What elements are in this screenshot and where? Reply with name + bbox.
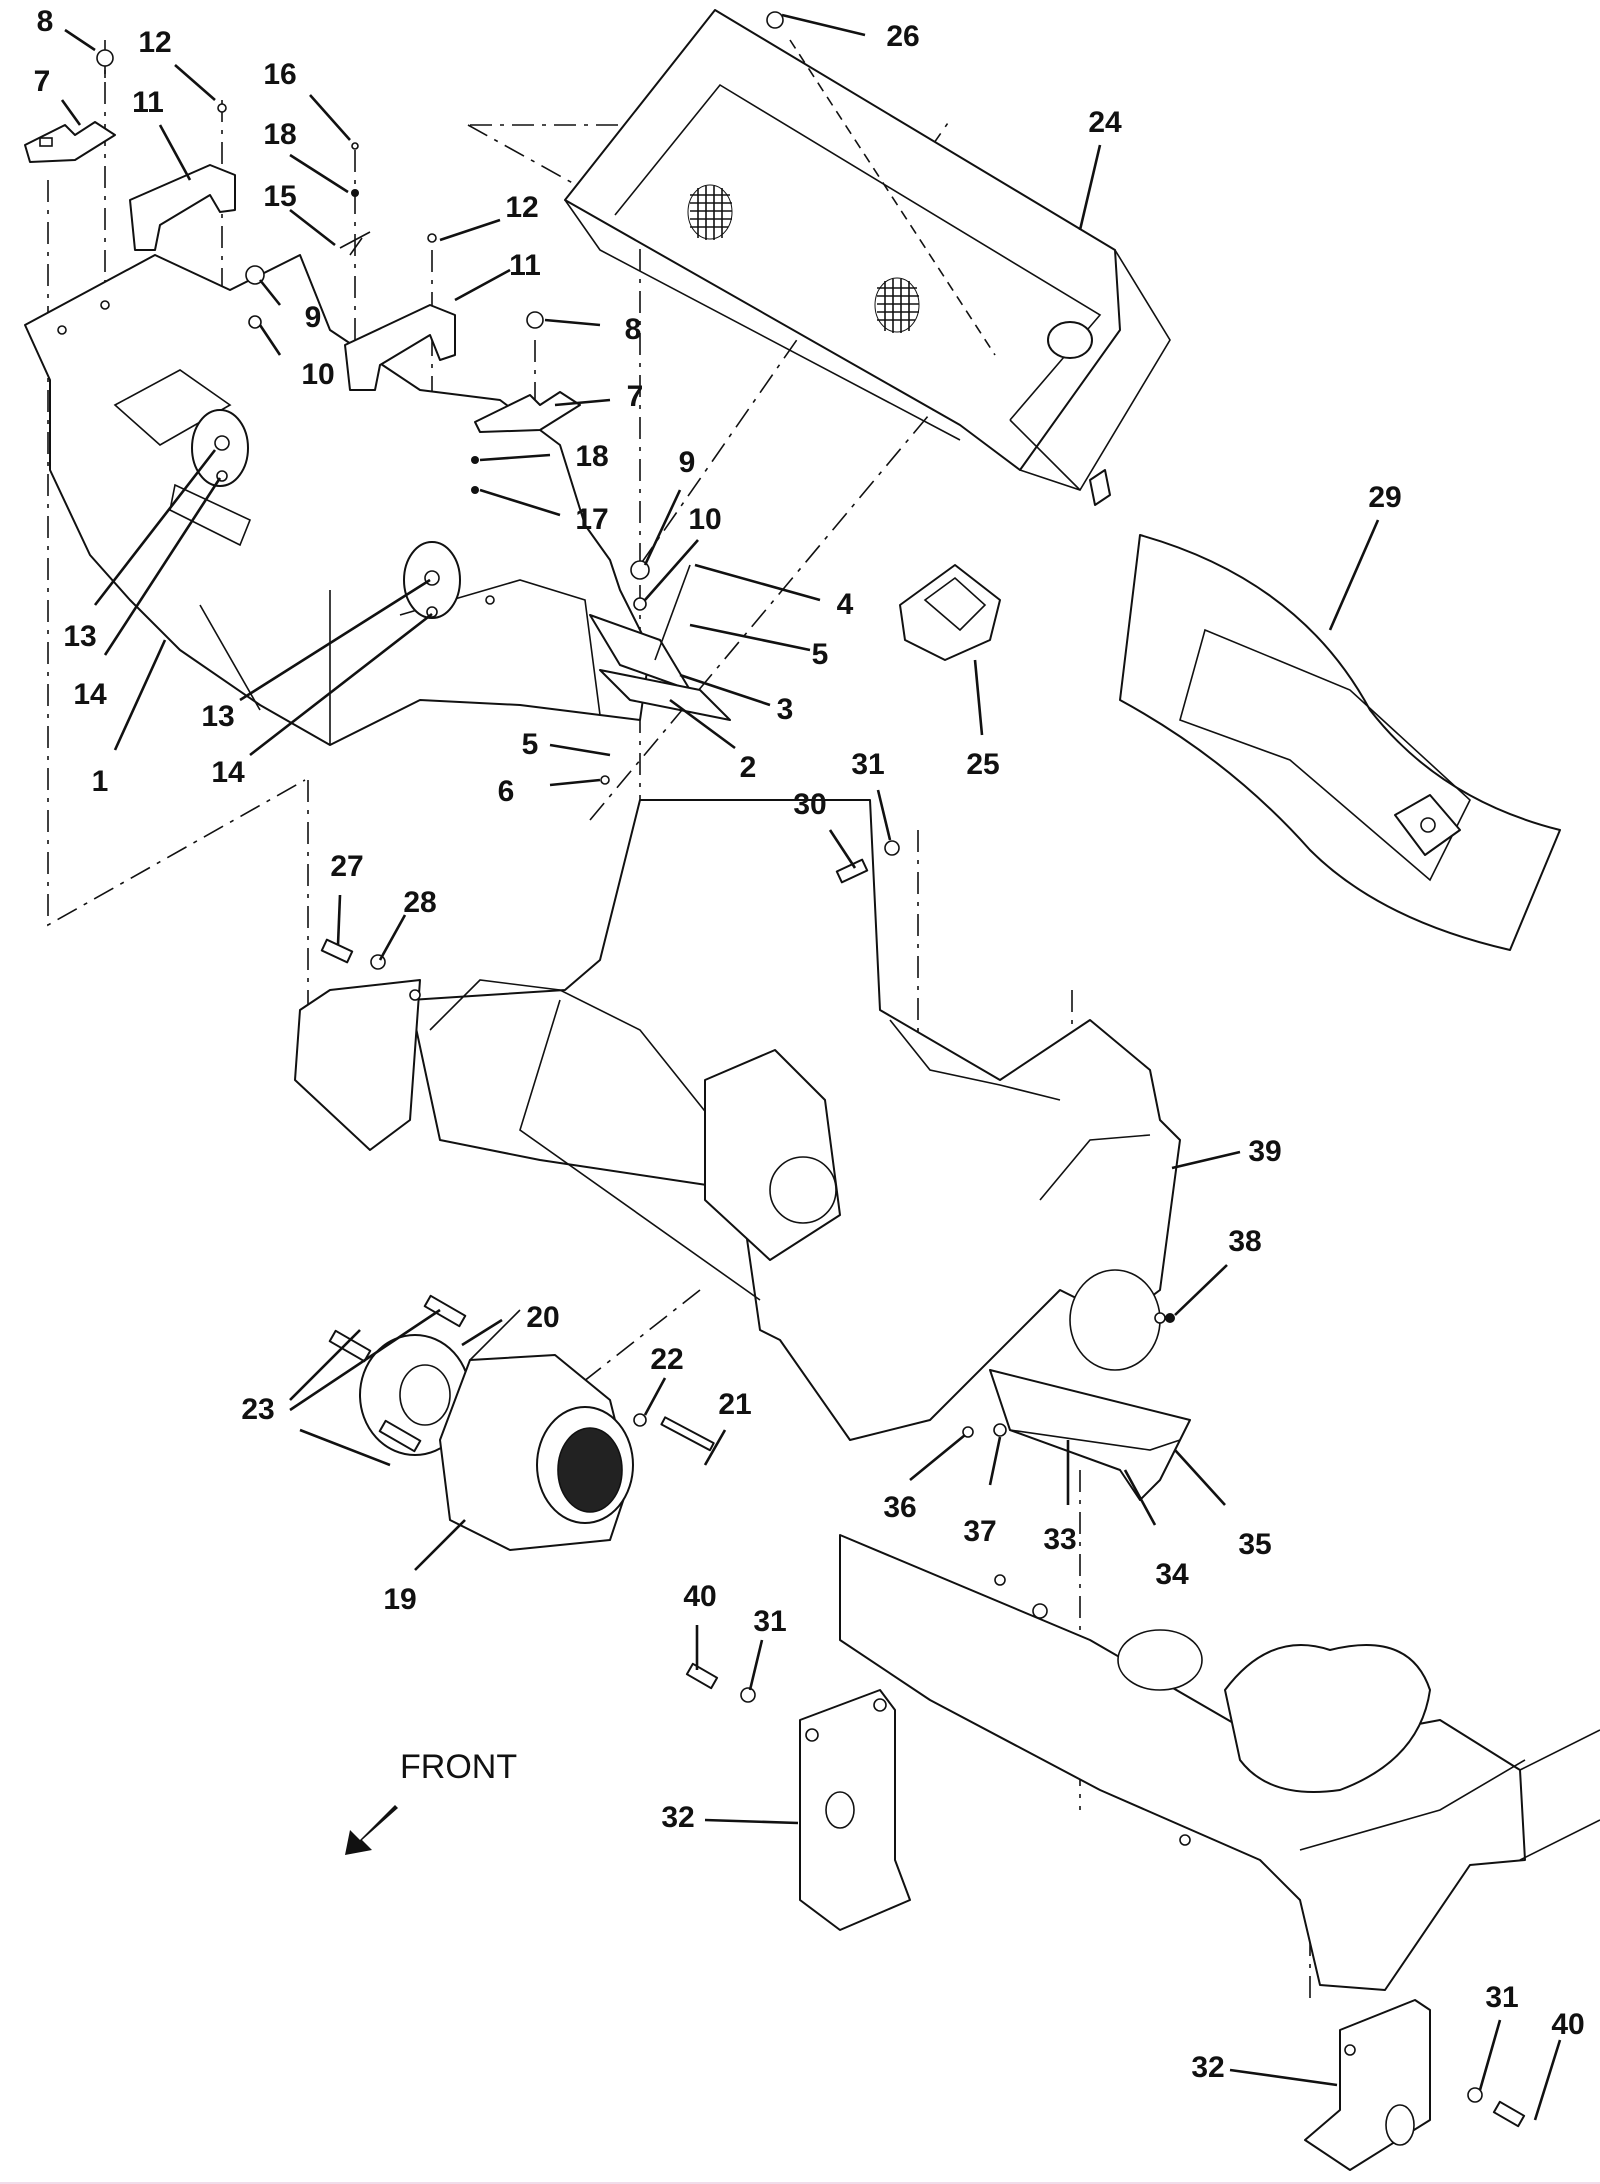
callout-30: 30 (793, 788, 827, 821)
callout-18: 18 (263, 118, 297, 151)
callout-34: 34 (1155, 1558, 1189, 1591)
callout-13: 13 (63, 620, 97, 653)
part-2-3-plates (589, 614, 731, 721)
part-32-mount-bracket-right (1304, 1999, 1526, 2171)
callout-9: 9 (678, 446, 696, 479)
bracket-plate-left (24, 121, 116, 163)
callout-3: 3 (776, 693, 794, 726)
callout-5: 5 (811, 638, 829, 671)
front-direction-arrow-icon (345, 1805, 410, 1855)
callout-27: 27 (330, 850, 364, 883)
callout-18: 18 (575, 440, 609, 473)
callout-32: 32 (661, 1801, 695, 1834)
bracket-plate-right (474, 391, 581, 433)
part-19-blower-motor (328, 1294, 715, 1551)
callout-17: 17 (575, 503, 609, 536)
handle-right (344, 304, 456, 391)
callout-20: 20 (526, 1301, 560, 1334)
front-direction-label: FRONT (400, 1748, 518, 1786)
bottom-border (0, 2182, 1600, 2184)
top-left-hardware (24, 49, 691, 785)
callout-28: 28 (403, 886, 437, 919)
callout-31: 31 (1485, 1981, 1519, 2014)
callout-29: 29 (1368, 481, 1402, 514)
callout-22: 22 (650, 1343, 684, 1376)
callout-11: 11 (509, 249, 541, 282)
mesh-vent-1 (687, 184, 733, 240)
handle-left (129, 164, 236, 251)
mesh-vent-2 (874, 277, 920, 333)
callout-4: 4 (836, 588, 854, 621)
part-1-housing (24, 254, 651, 746)
callout-40: 40 (683, 1580, 717, 1613)
callout-16: 16 (263, 58, 297, 91)
callout-13: 13 (201, 700, 235, 733)
part-29-mat (1119, 534, 1561, 951)
lower-chassis-frame (839, 1534, 1600, 1991)
callout-31: 31 (851, 748, 885, 781)
callout-11: 11 (132, 86, 164, 119)
callout-19: 19 (383, 1583, 417, 1616)
callout-2: 2 (739, 751, 757, 784)
callout-38: 38 (1228, 1225, 1262, 1258)
callout-37: 37 (963, 1515, 997, 1548)
part-25-grommet (899, 564, 1001, 661)
callout-8: 8 (36, 5, 54, 38)
callout-12: 12 (138, 26, 172, 59)
callout-26: 26 (886, 20, 920, 53)
leader-lines (60, 13, 1562, 2121)
part-39-frame-housing (294, 799, 1181, 1441)
callout-8: 8 (624, 313, 642, 346)
callout-21: 21 (718, 1388, 752, 1421)
callout-7: 7 (33, 65, 51, 98)
callout-10: 10 (301, 358, 335, 391)
callout-32: 32 (1191, 2051, 1225, 2084)
callout-39: 39 (1248, 1135, 1282, 1168)
callout-14: 14 (73, 678, 107, 711)
callout-33: 33 (1043, 1523, 1077, 1556)
misc-hardware (320, 840, 1175, 1323)
part-32-mount-bracket-left (685, 1662, 911, 1931)
callout-9: 9 (304, 301, 322, 334)
callout-40: 40 (1551, 2008, 1585, 2041)
callout-14: 14 (211, 756, 245, 789)
callout-15: 15 (263, 180, 297, 213)
callout-25: 25 (966, 748, 1000, 781)
part-24-filter-box (564, 9, 1171, 506)
callout-7: 7 (626, 380, 644, 413)
callout-6: 6 (497, 775, 515, 808)
callout-12: 12 (505, 191, 539, 224)
callout-35: 35 (1238, 1528, 1272, 1561)
callout-1: 1 (91, 765, 109, 798)
callout-31: 31 (753, 1605, 787, 1638)
callout-36: 36 (883, 1491, 917, 1524)
callout-10: 10 (688, 503, 722, 536)
callout-5: 5 (521, 728, 539, 761)
callout-24: 24 (1088, 106, 1122, 139)
callout-23: 23 (241, 1393, 275, 1426)
left-bracket (294, 979, 421, 1151)
